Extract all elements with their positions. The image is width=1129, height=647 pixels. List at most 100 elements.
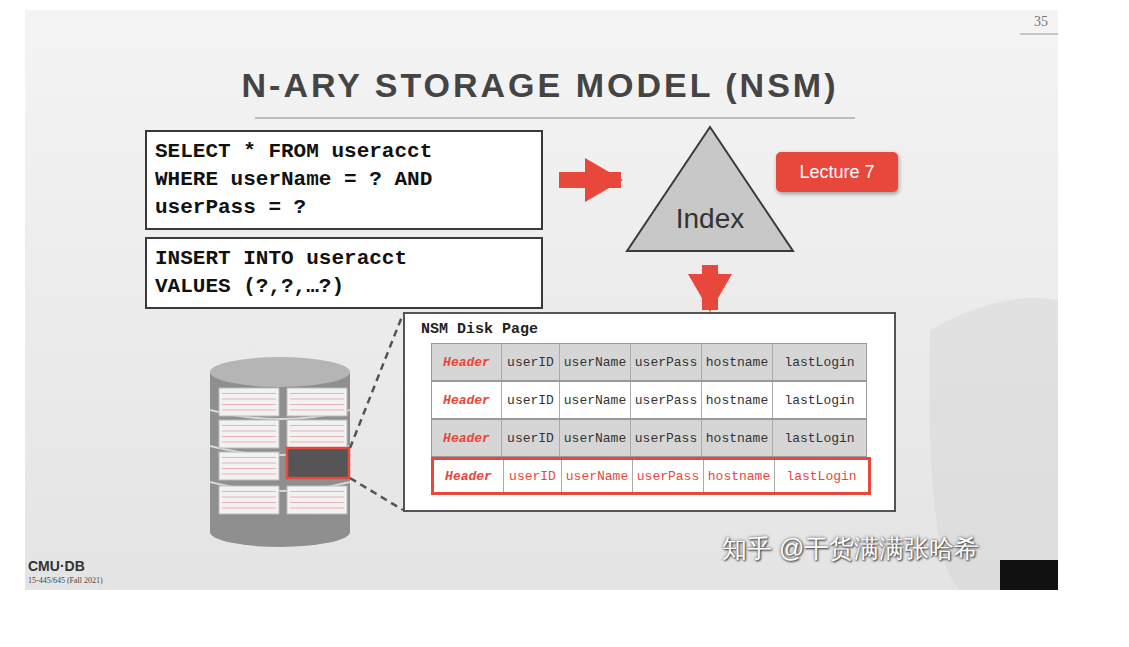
mini-page-line (222, 410, 276, 411)
mini-page-line (222, 457, 276, 458)
query-box: SELECT * FROM useracct WHERE userName = … (145, 130, 543, 230)
table-cell: userID (502, 344, 560, 380)
query-box-text: INSERT INTO useracct VALUES (?,?,…?) (155, 245, 447, 301)
tuple-row: Header userID userName userPass hostname last… (431, 419, 867, 457)
tuple-row: Header userID userName userPass hostname last… (431, 343, 867, 381)
column-name: userID (507, 393, 554, 408)
mini-page (287, 420, 347, 448)
mini-page-line (222, 463, 276, 464)
table-cell: Header (432, 420, 502, 456)
mini-page-line (290, 393, 344, 394)
mini-page (287, 486, 347, 514)
corner-block (1000, 560, 1058, 590)
header-cell-text: Header (443, 355, 490, 370)
zoom-line (350, 314, 403, 448)
mini-page (287, 388, 347, 416)
highlighted-page (287, 448, 349, 478)
mini-page-line (222, 399, 276, 400)
index-triangle: Index (625, 125, 795, 253)
column-name: userPass (635, 393, 697, 408)
column-name: lastLogin (784, 355, 854, 370)
mini-page-line (222, 425, 276, 426)
mini-page-line (290, 431, 344, 432)
mini-page-line (222, 508, 276, 509)
slide-number: 35 (1034, 14, 1048, 30)
table-cell: userPass (631, 382, 702, 418)
table-cell: lastLogin (775, 460, 868, 492)
slide-title: N-ARY STORAGE MODEL (NSM) (0, 66, 1080, 105)
course-code: 15-445/645 (Fall 2021) (28, 576, 103, 585)
mini-page-line (222, 442, 276, 443)
watermark: 知乎 @干货满满张哈希 (722, 532, 979, 565)
table-cell: userPass (631, 420, 702, 456)
tuple-row: Header userID userName userPass hostname last… (431, 381, 867, 419)
mini-page-line (222, 474, 276, 475)
column-name: userID (507, 355, 554, 370)
course-logo: CMU·DB (28, 558, 85, 574)
lecture-badge: Lecture 7 (776, 152, 898, 192)
table-cell: userName (560, 382, 631, 418)
table-cell: userID (504, 460, 562, 492)
flow-arrow (559, 172, 621, 188)
cylinder-top (210, 357, 350, 387)
table-cell: lastLogin (773, 382, 866, 418)
header-cell-text: Header (443, 431, 490, 446)
table-cell: Header (434, 460, 504, 492)
cylinder-bottom (210, 517, 350, 547)
table-cell: userPass (633, 460, 704, 492)
table-cell: Header (432, 382, 502, 418)
mini-page-line (222, 431, 276, 432)
mini-page (219, 486, 279, 514)
table-cell: userName (560, 420, 631, 456)
mini-page-line (222, 404, 276, 405)
column-name: userID (509, 469, 556, 484)
mini-page-line (290, 502, 344, 503)
mini-page-line (290, 436, 344, 437)
table-cell: hostname (702, 344, 773, 380)
mini-page-line (290, 404, 344, 405)
column-name: userPass (635, 431, 697, 446)
mini-page (219, 388, 279, 416)
disk-page-text: NSM Disk Page (421, 321, 538, 338)
table-cell: userID (502, 420, 560, 456)
column-name: userName (564, 393, 626, 408)
mini-page-line (290, 491, 344, 492)
mini-page-line (222, 497, 276, 498)
flow-arrow (702, 265, 718, 310)
mini-page-line (222, 468, 276, 469)
table-cell: hostname (702, 382, 773, 418)
column-name: userName (564, 431, 626, 446)
tuple-row: HeaderuserIDuserNameuserPasshostnamelast… (431, 457, 871, 495)
table-cell: userPass (631, 344, 702, 380)
mini-page-line (290, 410, 344, 411)
mini-page-line (222, 491, 276, 492)
column-name: userID (507, 431, 554, 446)
zoom-line (350, 478, 403, 510)
column-name: lastLogin (784, 393, 854, 408)
number-rule (1020, 34, 1058, 35)
table-cell: userName (562, 460, 633, 492)
index-triangle-text: Index (625, 203, 795, 235)
mini-page (219, 420, 279, 448)
query-box-text: SELECT * FROM useracct WHERE userName = … (155, 138, 447, 222)
header-cell-text: Header (445, 469, 492, 484)
mini-page-line (290, 497, 344, 498)
table-cell: Header (432, 344, 502, 380)
column-name: hostname (706, 355, 768, 370)
column-name: hostname (706, 431, 768, 446)
lecture-badge-text: Lecture 7 (799, 162, 874, 183)
table-cell: userName (560, 344, 631, 380)
table-cell: userID (502, 382, 560, 418)
column-name: userPass (635, 355, 697, 370)
mini-page-line (222, 436, 276, 437)
mini-page-line (222, 393, 276, 394)
mini-page-line (290, 425, 344, 426)
table-cell: lastLogin (773, 420, 866, 456)
disk-page: NSM Disk PageHeaderuserIDuserNameuserPas… (403, 312, 896, 512)
query-box: INSERT INTO useracct VALUES (?,?,…?) (145, 237, 543, 309)
title-underline (255, 117, 855, 119)
column-name: lastLogin (786, 469, 856, 484)
mini-page-line (290, 442, 344, 443)
column-name: userPass (637, 469, 699, 484)
